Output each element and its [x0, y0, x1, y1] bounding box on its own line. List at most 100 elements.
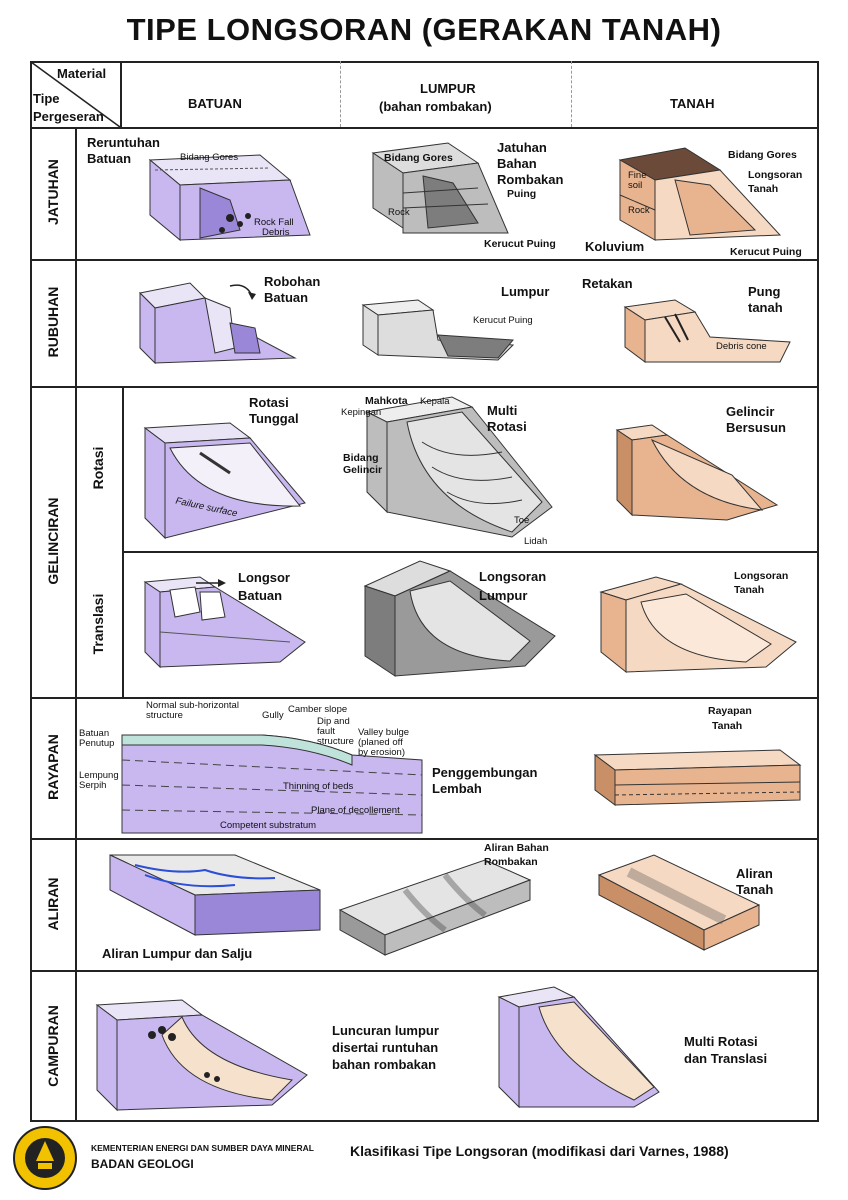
- label-longsoran-tanah-b-2: Tanah: [734, 584, 765, 596]
- column-header-lumpur-sub: (bahan rombakan): [379, 99, 492, 114]
- label-pung-2: tanah: [748, 300, 783, 315]
- row-label-campuran: CAMPURAN: [45, 1005, 61, 1087]
- label-jatuhan-bahan-1: Jatuhan: [497, 140, 547, 155]
- label-longsor-batuan-2: Batuan: [238, 588, 283, 603]
- label-kerucut-puing-3: Kerucut Puing: [473, 315, 533, 326]
- label-multi-2: Rotasi: [487, 419, 527, 434]
- soil-topple-diagram: [623, 299, 791, 363]
- label-robohan-1: Robohan: [264, 274, 321, 289]
- column-header-lumpur: LUMPUR: [420, 81, 476, 96]
- label-luncuran-3: bahan rombakan: [332, 1057, 437, 1072]
- label-reruntuhan: Reruntuhan: [87, 135, 160, 150]
- label-mahkota: Mahkota: [365, 395, 408, 407]
- label-penggembungan-1: Penggembungan: [432, 765, 538, 780]
- label-jatuhan-bahan-3: Rombakan: [497, 172, 564, 187]
- label-robohan-2: Batuan: [264, 290, 309, 305]
- sub-label-divider: [122, 386, 124, 697]
- label-kepingan: Kepingan: [341, 407, 382, 418]
- label-fine-soil-1: Fine: [628, 170, 647, 181]
- soil-rotation-diagram: [615, 424, 779, 521]
- label-retakan: Retakan: [582, 276, 633, 291]
- row-label-jatuhan: JATUHAN: [45, 159, 61, 225]
- label-batuan-penutup-2: Penutup: [79, 738, 115, 749]
- page-title: TIPE LONGSORAN (GERAKAN TANAH): [126, 12, 722, 47]
- label-bidang-gelincir-1: Bidang: [343, 452, 379, 464]
- rock-translation-diagram: [143, 576, 306, 669]
- label-bidang-gelincir-2: Gelincir: [343, 464, 383, 476]
- translation-arrow: [196, 579, 226, 587]
- label-aliran-bahan-1: Aliran Bahan: [484, 842, 549, 854]
- row-divider: [30, 386, 819, 388]
- debris-flow-diagram: [338, 859, 532, 956]
- label-luncuran-2: disertai runtuhan: [332, 1040, 439, 1055]
- label-normal-sub-2: structure: [146, 710, 183, 721]
- label-multi-1: Multi: [487, 403, 518, 418]
- row-divider: [30, 697, 819, 699]
- label-aliran-tanah-2: Tanah: [736, 882, 774, 897]
- soil-creep-diagram: [593, 749, 802, 806]
- row-label-rayapan: RAYAPAN: [45, 734, 61, 800]
- debris-fall-diagram: [371, 142, 509, 234]
- rock-rotation-diagram: [143, 422, 306, 540]
- label-kerucut-puing: Kerucut Puing: [484, 238, 556, 250]
- label-competent: Competent substratum: [220, 820, 317, 831]
- footer-ministry: KEMENTERIAN ENERGI DAN SUMBER DAYA MINER…: [91, 1143, 314, 1153]
- label-pung-1: Pung: [748, 284, 781, 299]
- mud-snow-flow-diagram: [109, 854, 321, 936]
- label-dip-1: Dip and: [317, 716, 350, 727]
- label-dip-2: fault: [317, 726, 335, 737]
- footer-agency: BADAN GEOLOGI: [91, 1157, 194, 1171]
- label-rayapan-tanah-2: Tanah: [712, 720, 743, 732]
- rock-topple-diagram: [138, 282, 297, 365]
- label-valley-2: (planed off: [358, 737, 403, 748]
- label-rock-fall: Rock Fall: [254, 217, 294, 228]
- label-longsoran-lumpur-2: Lumpur: [479, 588, 528, 603]
- label-penggembungan-2: Lembah: [432, 781, 482, 796]
- label-batuan-penutup-1: Batuan: [79, 728, 110, 739]
- row-divider: [30, 838, 819, 840]
- row-label-rotasi: Rotasi: [90, 446, 106, 490]
- label-koluvium: Koluvium: [585, 239, 645, 254]
- label-gelincir-1: Gelincir: [726, 404, 775, 419]
- column-guide: [571, 61, 572, 127]
- label-longsor-batuan-1: Longsor: [238, 570, 290, 585]
- row-label-translasi: Translasi: [90, 593, 106, 655]
- multi-rotation-translation-diagram: [497, 986, 660, 1109]
- label-dip-3: structure: [317, 736, 354, 747]
- classification-table: [30, 61, 819, 1122]
- label-aliran-tanah-1: Aliran: [736, 866, 773, 881]
- label-gully: Gully: [262, 710, 284, 721]
- label-debris-cone: Debris cone: [716, 341, 767, 352]
- row-label-aliran: ALIRAN: [45, 877, 61, 931]
- label-bidang-gores: Bidang Gores: [180, 152, 239, 163]
- label-luncuran-1: Luncuran lumpur: [332, 1023, 439, 1038]
- label-lempung-2: Serpih: [79, 780, 107, 791]
- label-plane: Plane of decollement: [311, 805, 400, 816]
- label-jatuhan-bahan-2: Bahan: [497, 156, 537, 171]
- label-longsoran-tanah-b-1: Longsoran: [734, 570, 789, 582]
- row-label-gelinciran: GELINCIRAN: [45, 497, 61, 585]
- label-camber: Camber slope: [288, 704, 348, 715]
- row-divider: [30, 259, 819, 261]
- corner-tipe: Tipe: [33, 91, 60, 106]
- label-longsoran-lumpur-1: Longsoran: [479, 569, 547, 584]
- rotation-arrow: [229, 284, 256, 300]
- soil-fall-diagram: [618, 147, 782, 241]
- label-rayapan-tanah-1: Rayapan: [708, 705, 752, 717]
- label-bidang-gores-2: Bidang Gores: [384, 152, 453, 164]
- rock-fall-diagram: [148, 154, 311, 242]
- label-thinning: Thinning of beds: [283, 781, 354, 792]
- label-rock-tanah: Rock: [628, 205, 650, 216]
- earth-flow-diagram: [597, 854, 761, 951]
- label-lidah: Lidah: [524, 536, 548, 547]
- label-rock: Rock: [388, 207, 410, 218]
- row-divider: [30, 970, 819, 972]
- column-header-tanah: TANAH: [670, 96, 715, 111]
- label-rotasi-tunggal-1: Rotasi: [249, 395, 289, 410]
- label-valley-1: Valley bulge: [358, 727, 410, 738]
- mud-multi-rotation-diagram: [365, 396, 553, 538]
- label-aliran-bahan-2: Rombakan: [484, 856, 538, 868]
- label-puing: Puing: [507, 188, 537, 200]
- label-kerucut-puing-2: Kerucut Puing: [730, 246, 802, 258]
- mud-topple-diagram: [361, 299, 515, 361]
